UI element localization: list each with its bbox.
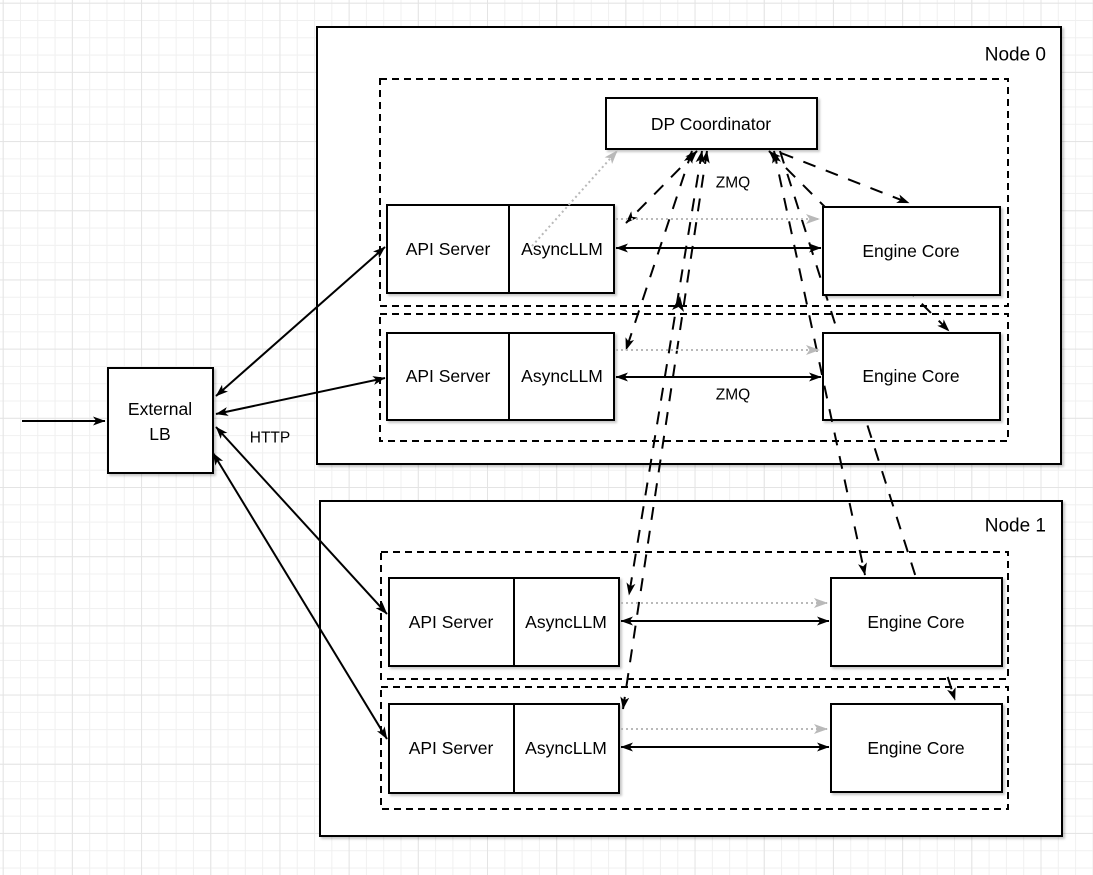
engine-core-box-n1r1 <box>830 577 1003 667</box>
engine-core-label-n1r1: Engine Core <box>867 612 964 632</box>
engine-core-box-n1r2 <box>830 703 1003 793</box>
external-lb-box <box>107 367 214 474</box>
http-label: HTTP <box>250 430 290 447</box>
asyncllm-dp-dotted-arrow <box>531 150 618 247</box>
api-server-label-n0r2: API Server <box>406 366 491 386</box>
api-server-label-n1r2: API Server <box>409 738 494 758</box>
engine-core-label-n1r2: Engine Core <box>867 738 964 758</box>
lb-api-arrow-n1r2 <box>212 452 388 740</box>
dp-coordinator-box <box>605 97 818 150</box>
dp-coordinator-label: DP Coordinator <box>651 114 771 134</box>
external-lb-label-line1: External <box>128 399 192 419</box>
node0-label: Node 0 <box>985 45 1046 66</box>
lb-api-arrow-n0r1 <box>215 246 386 397</box>
zmq-label-coordinator: ZMQ <box>716 175 750 192</box>
zmq-label-row2: ZMQ <box>716 387 750 404</box>
mid-dashed-arrowhead <box>672 296 684 312</box>
api-server-label-n0r1: API Server <box>406 239 491 259</box>
api-server-label-n1r1: API Server <box>409 612 494 632</box>
engine-core-label-n0r1: Engine Core <box>862 241 959 261</box>
lb-api-arrow-n0r2 <box>215 376 386 416</box>
api-asyncllm-box-n1r1 <box>388 577 620 667</box>
api-asyncllm-box-n0r2 <box>386 332 615 421</box>
api-asyncllm-box-n0r1 <box>386 204 615 294</box>
asyncllm-label-n1r2: AsyncLLM <box>525 738 607 758</box>
asyncllm-label-n0r2: AsyncLLM <box>521 366 603 386</box>
api-asyncllm-box-n1r2 <box>388 703 620 794</box>
node1-label: Node 1 <box>985 516 1046 537</box>
dp-node1-engine1-dashed-arrow <box>772 150 867 576</box>
asyncllm-label-n0r1: AsyncLLM <box>521 239 603 259</box>
engine-core-label-n0r2: Engine Core <box>862 366 959 386</box>
external-lb-label-line2: LB <box>149 424 170 444</box>
asyncllm-label-n1r1: AsyncLLM <box>525 612 607 632</box>
